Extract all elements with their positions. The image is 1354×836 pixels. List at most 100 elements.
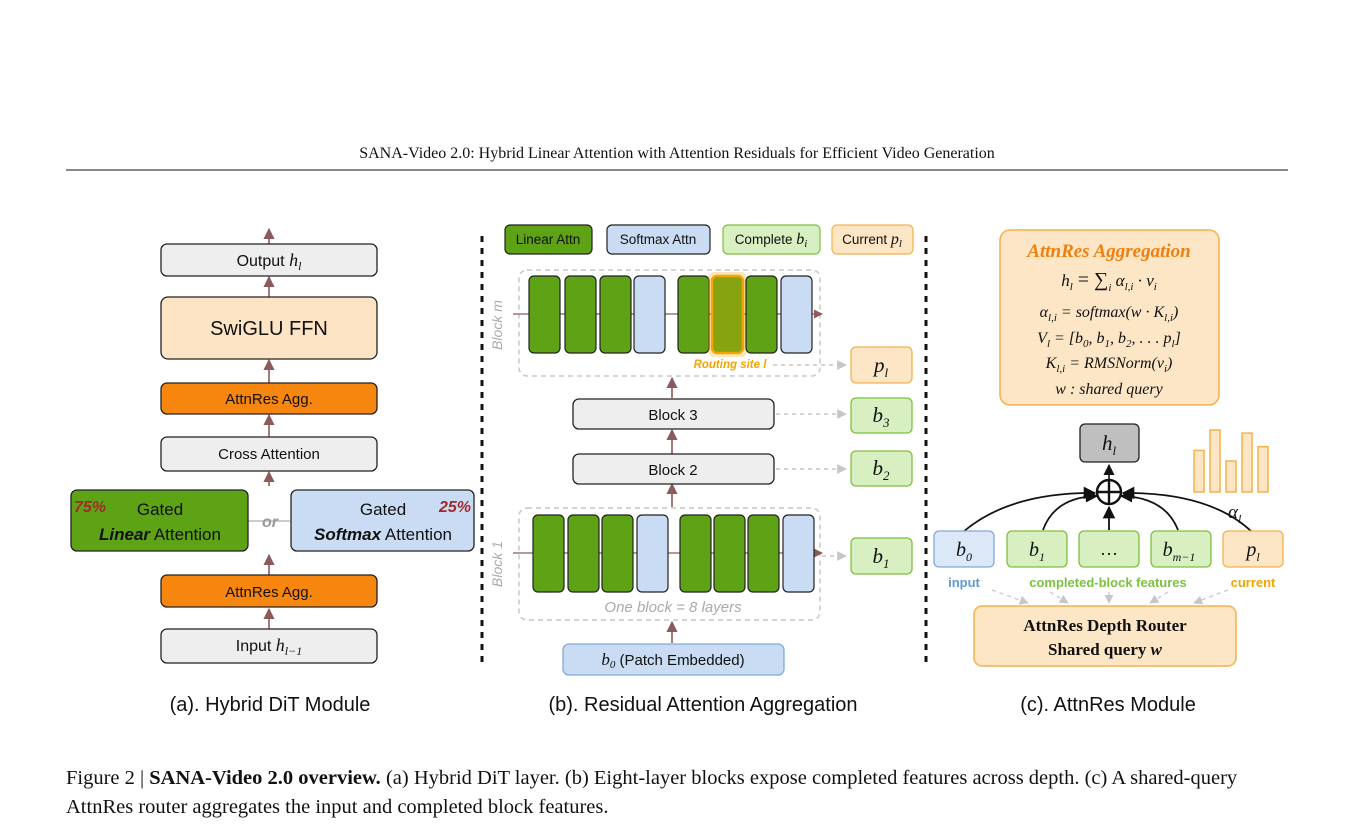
depth-router-line2: Shared query w — [1048, 640, 1163, 659]
node-ellipsis-label: … — [1100, 539, 1118, 559]
linear-percent: 75% — [74, 499, 106, 516]
legend-softmax-swatch — [606, 224, 711, 255]
node-bm1-label: bm−1 — [1163, 539, 1196, 564]
h-l-label: hl — [1102, 431, 1117, 458]
block-2-box — [572, 453, 775, 485]
b1-box — [850, 537, 913, 575]
alpha-label: αl — [1228, 502, 1242, 526]
panel-a-caption: (a). Hybrid DiT Module — [170, 694, 371, 716]
alpha-weight-bar — [1241, 432, 1253, 493]
legend-linear-swatch — [504, 224, 593, 255]
legend-complete-swatch — [722, 224, 821, 255]
routing-site-label: Routing site l — [694, 359, 768, 371]
node-pl-label: pl — [1244, 539, 1260, 564]
attnres-agg-top-box — [160, 382, 378, 415]
or-label: or — [262, 514, 279, 531]
attnres-agg-top-label: AttnRes Agg. — [225, 391, 313, 408]
panel-a: Output hl SwiGLU FFN AttnRes Agg. Cross … — [70, 227, 475, 716]
block-m-layer — [745, 275, 778, 354]
node-b0 — [933, 530, 995, 568]
b1-label: b1 — [873, 544, 890, 571]
figure: Output hl SwiGLU FFN AttnRes Agg. Cross … — [70, 224, 1284, 716]
panel-b-caption: (b). Residual Attention Aggregation — [548, 694, 857, 716]
attnres-agg-bottom-label: AttnRes Agg. — [225, 584, 313, 601]
aggregation-box — [999, 229, 1220, 406]
patch-embedded-box — [562, 643, 785, 676]
linear-line2: Linear Attention — [99, 525, 221, 544]
running-header: SANA-Video 2.0: Hybrid Linear Attention … — [359, 145, 995, 162]
formula-alpha: αl,i = softmax(w · Kl,i) — [1040, 304, 1179, 324]
legend-current-label: Current pl — [842, 231, 902, 250]
legend-linear-label: Linear Attn — [516, 232, 581, 247]
depth-router-box — [973, 605, 1237, 667]
block-1-container — [518, 507, 821, 621]
block-1-layer — [782, 514, 815, 593]
output-box — [160, 243, 378, 277]
attnres-agg-bottom-box — [160, 574, 378, 608]
block-1-layer — [679, 514, 712, 593]
block-2-label: Block 2 — [648, 462, 697, 479]
block-m-layer — [677, 275, 710, 354]
formula-h: hl = ∑i αl,i · vi — [1061, 269, 1157, 294]
block-m-layer — [633, 275, 666, 354]
ffn-label: SwiGLU FFN — [210, 318, 328, 340]
alpha-weight-bar — [1209, 429, 1221, 493]
cross-attention-label: Cross Attention — [218, 446, 320, 463]
header-rule — [66, 169, 1288, 171]
block-1-layer — [567, 514, 600, 593]
h-l-box — [1079, 423, 1140, 463]
formula-w: w : shared query — [1055, 381, 1163, 398]
alpha-weight-bar — [1257, 445, 1269, 493]
node-bm1 — [1150, 530, 1212, 568]
block-m-layer — [528, 275, 561, 354]
softmax-attention-box — [290, 489, 475, 552]
softmax-line1: Gated — [360, 500, 406, 519]
panel-c-caption: (c). AttnRes Module — [1020, 694, 1196, 716]
linear-attention-box — [70, 489, 249, 552]
output-label: Output hl — [237, 250, 302, 273]
aggregation-title: AttnRes Aggregation — [1026, 241, 1190, 262]
b2-label: b2 — [873, 456, 891, 483]
patch-embedded-label: b0 (Patch Embedded) — [601, 650, 744, 671]
b1-to-sum-curve — [1042, 489, 1099, 531]
routing-site-highlight — [708, 272, 747, 357]
one-block-label: One block = 8 layers — [604, 599, 742, 616]
legend-current-swatch — [831, 224, 914, 255]
feed-arrow — [1049, 591, 1069, 604]
p-to-sum-curve — [1121, 486, 1253, 533]
p-l-box — [850, 346, 913, 384]
ffn-box — [160, 296, 378, 360]
current-feature-label: current — [1231, 575, 1276, 590]
block-1-layer — [532, 514, 565, 593]
node-ellipsis — [1078, 530, 1140, 568]
block-1-layer — [601, 514, 634, 593]
panel-c: AttnRes Aggregation hl = ∑i αl,i · vi αl… — [933, 229, 1284, 716]
feed-arrow — [1193, 589, 1229, 605]
block-m-label: Block m — [489, 300, 505, 350]
block-m-layer — [599, 275, 632, 354]
b3-label: b3 — [873, 403, 891, 430]
feed-arrow — [1149, 591, 1169, 604]
formula-k: Kl,i = RMSNorm(vi) — [1045, 355, 1173, 375]
completed-feature-label: completed-block features — [1029, 575, 1187, 590]
caption-bold: SANA-Video 2.0 overview. — [149, 767, 381, 789]
softmax-line2: Softmax Attention — [314, 525, 452, 544]
block-3-label: Block 3 — [648, 407, 697, 424]
figure-caption: Figure 2 | SANA-Video 2.0 overview. (a) … — [66, 764, 1290, 822]
routing-site-layer — [710, 274, 745, 355]
caption-rest: (a) Hybrid DiT layer. (b) Eight-layer bl… — [66, 767, 1238, 818]
bm1-to-sum-curve — [1119, 489, 1179, 531]
block-1-layer — [636, 514, 669, 593]
p-l-label: pl — [872, 353, 889, 380]
block-m-container — [518, 269, 821, 377]
node-b1 — [1006, 530, 1068, 568]
alpha-weight-bar — [1225, 460, 1237, 493]
caption-prefix: Figure 2 | — [66, 767, 150, 789]
input-label: Input hl−1 — [236, 635, 302, 658]
block-m-layer — [780, 275, 813, 354]
block-3-box — [572, 398, 775, 430]
block-m-layers — [528, 272, 813, 357]
b2-box — [850, 450, 913, 487]
alpha-weight-bars — [1193, 429, 1269, 493]
legend-softmax-label: Softmax Attn — [620, 232, 697, 247]
